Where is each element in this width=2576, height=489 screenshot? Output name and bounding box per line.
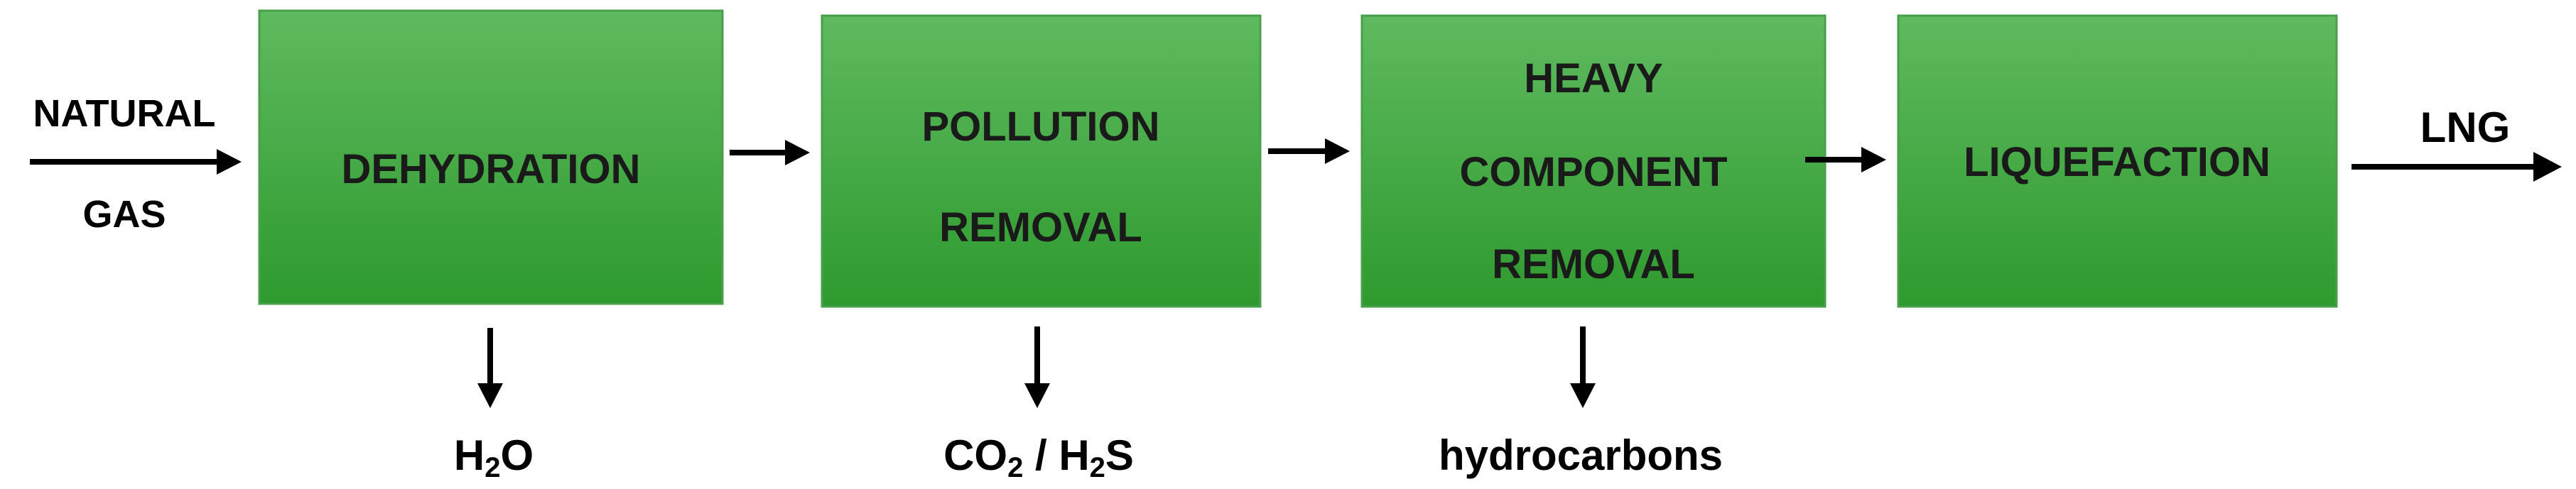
stage-heavy-label-2: COMPONENT — [1460, 149, 1728, 195]
stage-liquefaction-label: LIQUEFACTION — [1964, 139, 2271, 185]
input-arrow — [30, 149, 242, 175]
byproduct-h2o: H2O — [454, 432, 534, 483]
byproduct-arrow-h2o — [477, 328, 503, 408]
input-label-gas: GAS — [82, 193, 166, 236]
stage-heavy-label-3: REMOVAL — [1492, 241, 1695, 287]
arrow-3-4 — [1805, 147, 1886, 172]
stage-pollution-label-2: REMOVAL — [939, 204, 1142, 251]
stage-pollution-label-1: POLLUTION — [921, 104, 1159, 150]
arrow-2-3 — [1268, 138, 1350, 164]
stage-heavy-label-1: HEAVY — [1524, 55, 1663, 101]
input-label-natural: NATURAL — [33, 92, 216, 135]
byproduct-hydrocarbons: hydrocarbons — [1439, 432, 1723, 479]
stage-dehydration-label: DEHYDRATION — [341, 146, 640, 192]
output-label-lng: LNG — [2420, 104, 2511, 151]
stage-liquefaction: LIQUEFACTION — [1897, 14, 2338, 308]
arrow-1-2 — [730, 140, 810, 165]
output-arrow — [2352, 152, 2562, 182]
stage-pollution-removal: POLLUTION REMOVAL — [821, 14, 1262, 308]
stage-heavy-component-removal: HEAVY COMPONENT REMOVAL — [1360, 14, 1827, 308]
byproduct-co2-h2s: CO2 / H2S — [943, 432, 1134, 483]
stage-dehydration: DEHYDRATION — [258, 9, 724, 305]
byproduct-arrow-co2-h2s — [1024, 326, 1050, 408]
byproduct-arrow-hydrocarbons — [1570, 326, 1596, 408]
